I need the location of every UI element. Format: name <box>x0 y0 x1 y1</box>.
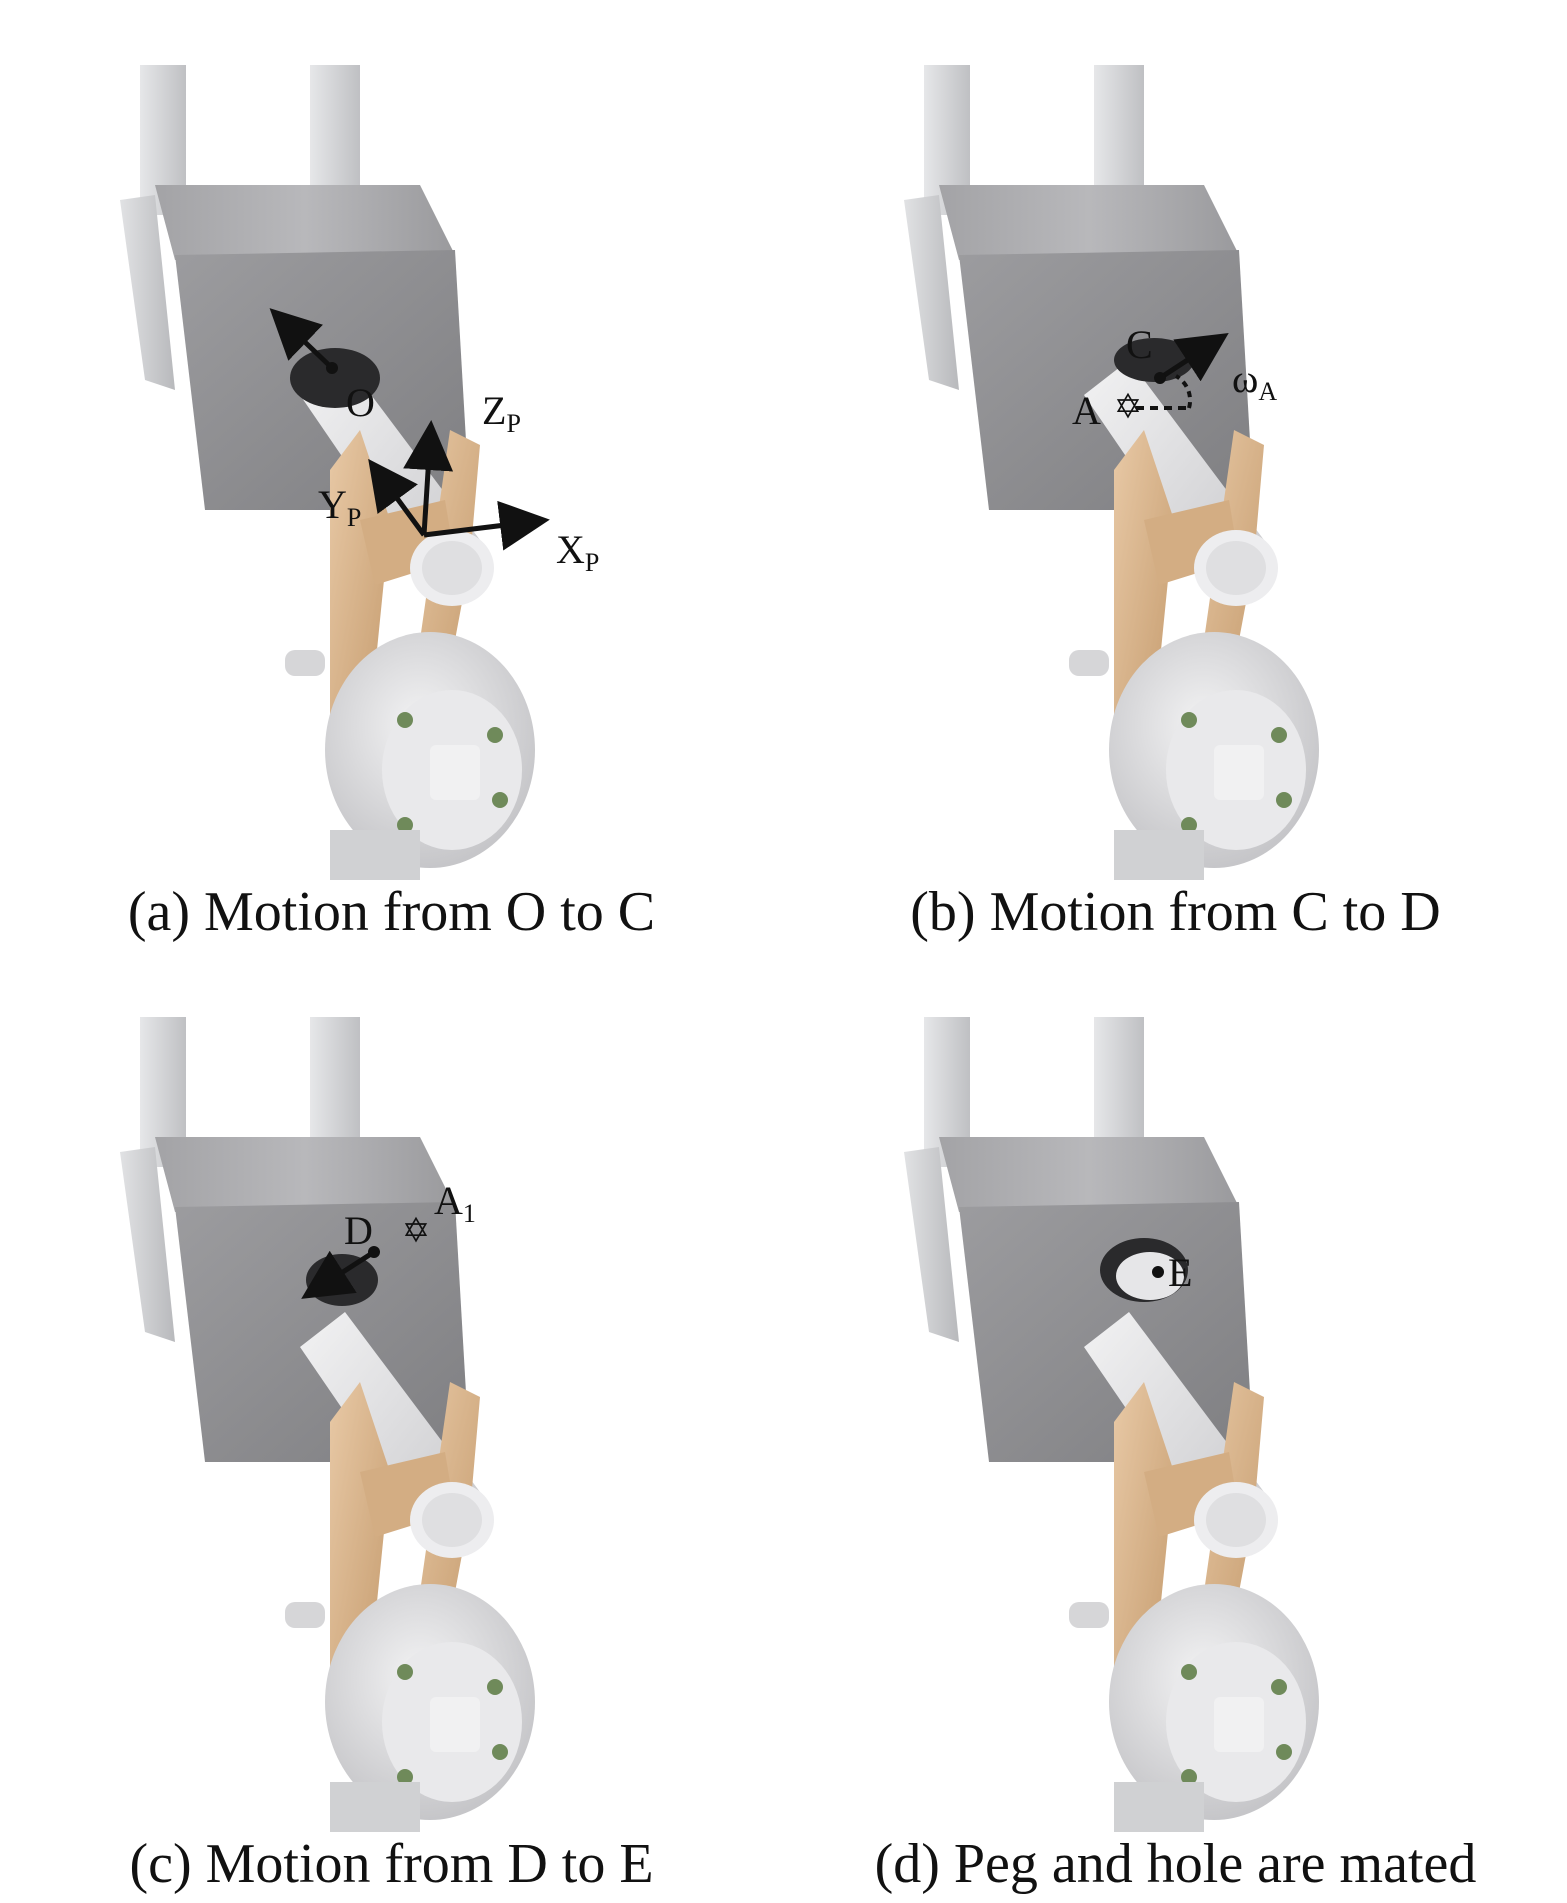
axis-z <box>403 420 454 536</box>
star-a: ✡ <box>1114 389 1143 426</box>
panel-d: E (d) Peg and hole are mated <box>784 952 1567 1903</box>
hole-a <box>290 348 380 408</box>
label-o: O <box>346 380 375 425</box>
caption-d: (d) Peg and hole are mated <box>874 1833 1477 1895</box>
axis-y <box>368 458 427 537</box>
panel-a: O ZP YP XP (a) Motion from O to C <box>0 0 783 951</box>
arrow-d-to-e <box>301 1249 376 1299</box>
point-c <box>1154 372 1166 384</box>
label-a: A <box>1072 388 1101 433</box>
label-omega: ωA <box>1232 356 1277 406</box>
scene-a: O ZP YP XP <box>0 0 599 880</box>
omega-arc <box>1174 374 1193 409</box>
scene-b: ✡ C A ωA <box>784 0 1567 880</box>
star-a1: ✡ <box>402 1213 431 1250</box>
axis-x <box>423 500 550 551</box>
arrow-o-to-c <box>269 308 334 370</box>
panel-c: ✡ D A1 (c) Motion from D to E <box>0 952 783 1903</box>
label-x: XP <box>556 527 599 577</box>
label-y: YP <box>318 482 361 532</box>
label-a1: A1 <box>434 1178 476 1228</box>
panel-b: ✡ C A ωA (b) Motion from C to D <box>784 0 1567 951</box>
hole-c <box>306 1254 378 1306</box>
label-d: D <box>344 1208 373 1253</box>
scene-c: ✡ D A1 <box>0 952 783 1832</box>
point-d <box>368 1246 380 1258</box>
peg-mated <box>1116 1252 1184 1300</box>
label-c: C <box>1126 322 1153 367</box>
arrow-c-to-d <box>1158 333 1229 382</box>
point-o <box>326 362 338 374</box>
caption-a: (a) Motion from O to C <box>127 881 656 943</box>
scene-d: E <box>784 952 1567 1832</box>
point-e <box>1152 1266 1164 1278</box>
label-z: ZP <box>482 388 521 438</box>
label-e: E <box>1168 1250 1192 1295</box>
caption-c: (c) Motion from D to E <box>129 1833 654 1895</box>
caption-b: (b) Motion from C to D <box>910 881 1441 943</box>
